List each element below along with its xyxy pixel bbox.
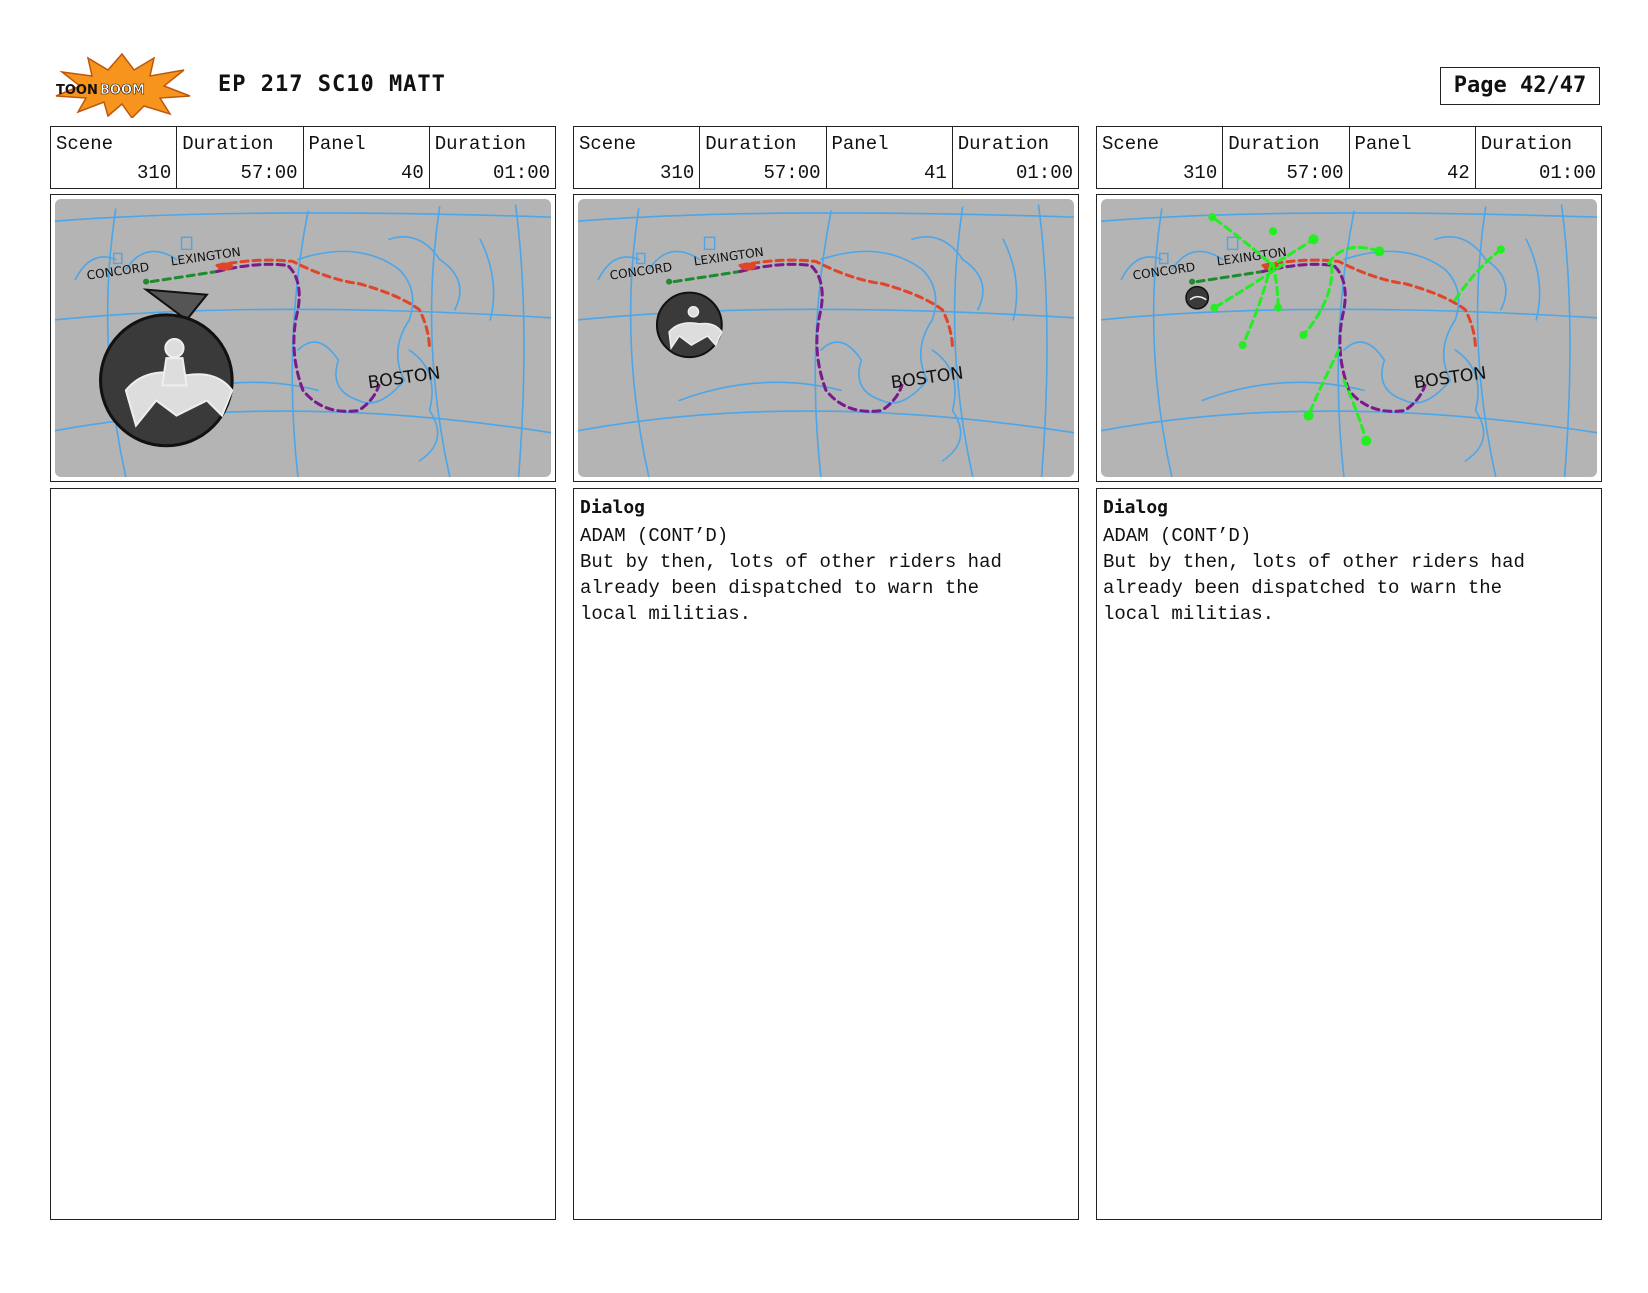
scene-duration-value: 57:00 [1286, 162, 1344, 184]
scene-duration-label: Duration [1228, 133, 1320, 155]
panel-column-40: Scene 310 Duration 57:00 Panel 40 Duration 01:0… [50, 126, 556, 1220]
scene-value: 310 [660, 162, 695, 184]
map-drawing: CONCORD LEXINGTON BOSTON [1101, 199, 1597, 477]
panel-value: 42 [1446, 162, 1470, 184]
scene-duration-cell: Duration 57:00 [700, 127, 827, 188]
panel-image: CONCORD LEXINGTON BOSTON [50, 194, 556, 482]
rider-inset [1185, 285, 1210, 310]
scene-value: 310 [137, 162, 172, 184]
dialog-speaker: ADAM (CONT’D) [1103, 525, 1252, 547]
panel-cell: Panel 40 [304, 127, 430, 188]
panel-duration-value: 01:00 [492, 162, 550, 184]
panel-value: 40 [400, 162, 424, 184]
panel-duration-cell: Duration 01:00 [953, 127, 1078, 188]
panel-duration-value: 01:00 [1538, 162, 1596, 184]
page-indicator: Page 42/47 [1440, 67, 1600, 105]
svg-text:TOON: TOON [56, 83, 98, 98]
dialog-line: But by then, lots of other riders had al… [580, 551, 1002, 625]
scene-duration-label: Duration [182, 133, 274, 155]
panel-duration-cell: Duration 01:00 [1476, 127, 1601, 188]
dialog-heading: Dialog [1103, 497, 1169, 518]
panel-label: Panel [831, 133, 889, 155]
svg-text:BOOM: BOOM [100, 83, 145, 98]
scene-duration-cell: Duration 57:00 [177, 127, 304, 188]
panel-duration-value: 01:00 [1015, 162, 1073, 184]
panel-duration-label: Duration [957, 133, 1049, 155]
scene-label: Scene [579, 133, 637, 155]
scene-value: 310 [1183, 162, 1218, 184]
scene-label: Scene [1102, 133, 1160, 155]
panel-column-42: Scene 310 Duration 57:00 Panel 42 Duration 01:0… [1096, 126, 1602, 1220]
scene-duration-value: 57:00 [240, 162, 298, 184]
dialog-heading: Dialog [580, 497, 646, 518]
scene-duration-cell: Duration 57:00 [1223, 127, 1350, 188]
panel-image: CONCORD LEXINGTON BOSTON [1096, 194, 1602, 482]
panel-image: CONCORD LEXINGTON BOSTON [573, 194, 1079, 482]
dialog-speaker: ADAM (CONT’D) [580, 525, 729, 547]
scene-duration-label: Duration [705, 133, 797, 155]
panel-header: Scene 310 Duration 57:00 Panel 41 Duration 01:0… [573, 126, 1079, 189]
panel-cell: Panel 41 [827, 127, 953, 188]
scene-duration-value: 57:00 [763, 162, 821, 184]
scene-cell: Scene 310 [51, 127, 178, 188]
panel-duration-label: Duration [434, 133, 526, 155]
panel-notes: Dialog ADAM (CONT’D) But by then, lots o… [1096, 488, 1602, 1220]
storyboard-title: EP 217 SC10 MATT [218, 72, 446, 97]
scene-cell: Scene 310 [1097, 127, 1224, 188]
scene-cell: Scene 310 [574, 127, 701, 188]
panel-value: 41 [923, 162, 947, 184]
map-drawing: CONCORD LEXINGTON BOSTON [55, 199, 551, 477]
panel-duration-label: Duration [1480, 133, 1572, 155]
panel-notes: Dialog ADAM (CONT’D) But by then, lots o… [573, 488, 1079, 1220]
panel-column-41: Scene 310 Duration 57:00 Panel 41 Duration 01:0… [573, 126, 1079, 1220]
panel-header: Scene 310 Duration 57:00 Panel 40 Duration 01:0… [50, 126, 556, 189]
panel-label: Panel [1354, 133, 1412, 155]
map-drawing: CONCORD LEXINGTON BOSTON [578, 199, 1074, 477]
toonboom-logo: TOON BOOM [52, 52, 192, 120]
panel-header: Scene 310 Duration 57:00 Panel 42 Duration 01:0… [1096, 126, 1602, 189]
panel-notes [50, 488, 556, 1220]
dialog-line: But by then, lots of other riders had al… [1103, 551, 1525, 625]
panel-cell: Panel 42 [1350, 127, 1476, 188]
scene-label: Scene [56, 133, 114, 155]
panel-duration-cell: Duration 01:00 [430, 127, 555, 188]
panel-label: Panel [308, 133, 366, 155]
